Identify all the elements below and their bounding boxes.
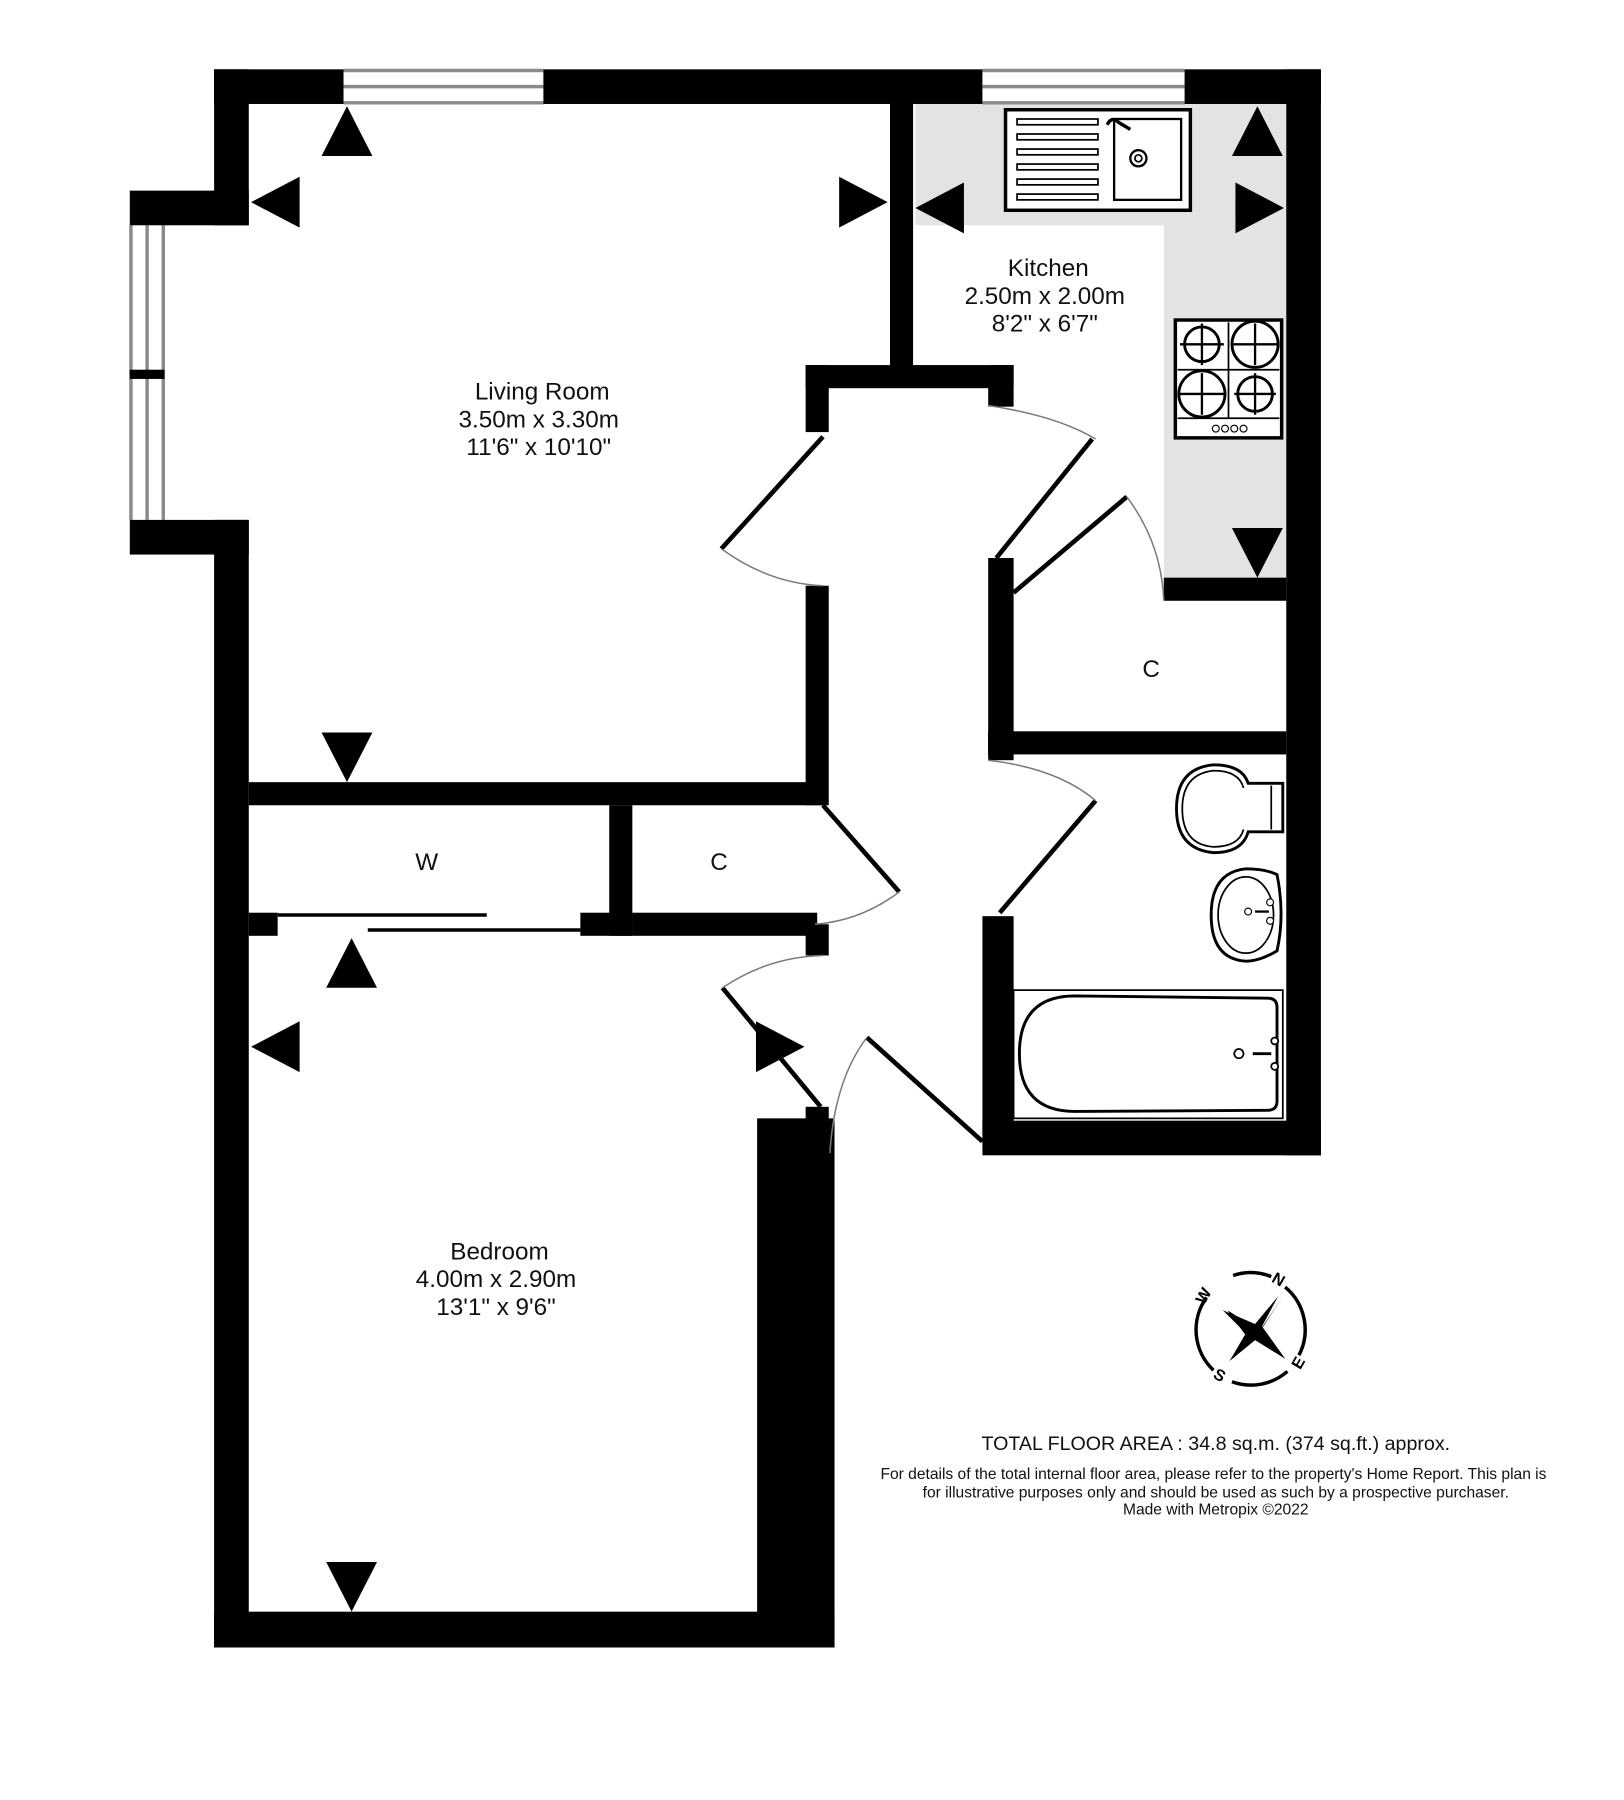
disclaimer-line-1: For details of the total internal floor … bbox=[880, 1466, 1546, 1483]
compass-east: E bbox=[1288, 1354, 1309, 1373]
room-label-living-room: Living Room 3.50m x 3.30m 11'6" x 10'10" bbox=[459, 379, 619, 461]
door-entrance[interactable] bbox=[829, 1035, 984, 1154]
bedroom-imperial: 13'1" x 9'6" bbox=[436, 1294, 556, 1321]
total-floor-area: TOTAL FLOOR AREA : 34.8 sq.m. (374 sq.ft… bbox=[981, 1433, 1450, 1455]
door-living-room[interactable] bbox=[719, 435, 825, 587]
kitchen-metric: 2.50m x 2.00m bbox=[965, 283, 1125, 310]
toilet-icon bbox=[1175, 763, 1285, 855]
bedroom-metric: 4.00m x 2.90m bbox=[416, 1266, 576, 1293]
sink-drainer-icon bbox=[1003, 108, 1193, 213]
kitchen-imperial: 8'2" x 6'7" bbox=[992, 311, 1098, 338]
wardrobe-sliding-doors[interactable] bbox=[277, 913, 581, 932]
wardrobe-label: W bbox=[415, 849, 438, 876]
door-bathroom[interactable] bbox=[988, 759, 1098, 915]
room-label-kitchen: Kitchen 2.50m x 2.00m 8'2" x 6'7" bbox=[965, 255, 1125, 337]
window-kitchen-top bbox=[982, 68, 1185, 105]
footer: TOTAL FLOOR AREA : 34.8 sq.m. (374 sq.ft… bbox=[880, 1433, 1546, 1519]
kitchen-name: Kitchen bbox=[1008, 255, 1089, 282]
living-room-name: Living Room bbox=[475, 379, 610, 406]
bath-icon bbox=[1012, 989, 1284, 1120]
view-arrows bbox=[251, 106, 1284, 1612]
door-kitchen[interactable] bbox=[988, 404, 1097, 560]
gas-hob-icon bbox=[1173, 318, 1284, 440]
compass-icon: N E S W bbox=[1192, 1269, 1309, 1387]
door-hall-cupboard[interactable] bbox=[814, 803, 901, 926]
metropix-credit: Made with Metropix ©2022 bbox=[1123, 1502, 1309, 1519]
bedroom-name: Bedroom bbox=[450, 1238, 548, 1265]
room-label-bedroom: Bedroom 4.00m x 2.90m 13'1" x 9'6" bbox=[416, 1238, 576, 1320]
compass-west: W bbox=[1192, 1284, 1216, 1307]
living-room-metric: 3.50m x 3.30m bbox=[459, 406, 619, 433]
window-living-top bbox=[343, 68, 544, 105]
window-living-bay bbox=[129, 225, 166, 520]
hall-cupboard-label: C bbox=[710, 849, 728, 876]
disclaimer-line-2: for illustrative purposes only and shoul… bbox=[923, 1484, 1509, 1501]
walls bbox=[129, 69, 1321, 1648]
kitchen-cupboard-label: C bbox=[1142, 656, 1160, 683]
door-kitchen-cupboard[interactable] bbox=[1012, 495, 1165, 601]
living-room-imperial: 11'6" x 10'10" bbox=[466, 434, 611, 461]
wash-basin-icon bbox=[1209, 867, 1283, 963]
